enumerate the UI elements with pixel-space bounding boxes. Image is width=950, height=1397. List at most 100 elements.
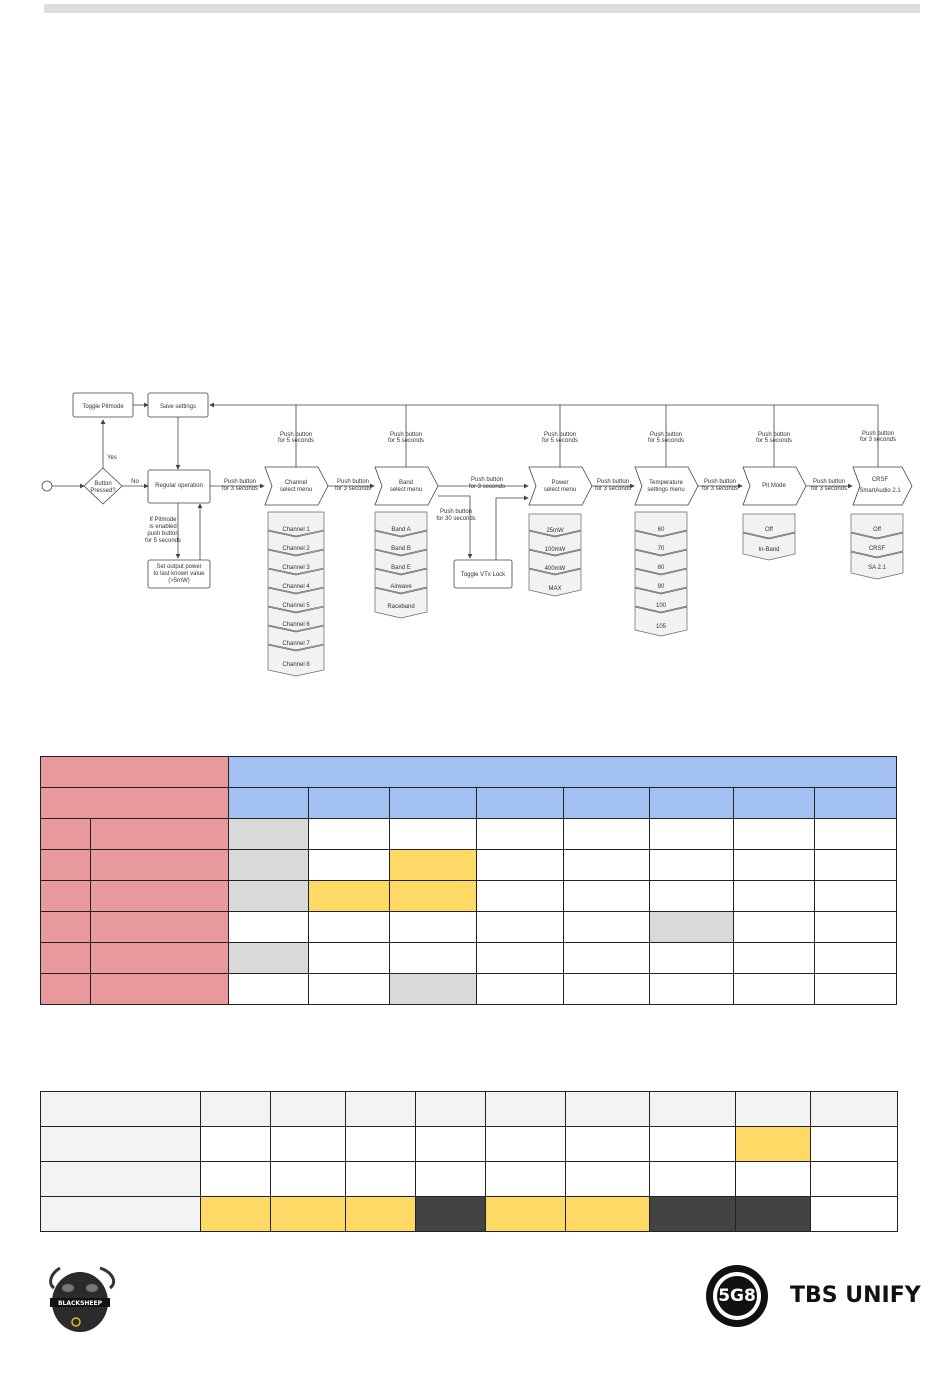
table-cell (228, 911, 309, 943)
table-cell (345, 1091, 416, 1127)
regular-operation-label: Regular operation (155, 483, 203, 489)
table-cell (649, 1196, 736, 1232)
temp-item: 90 (658, 584, 665, 590)
table-cell (649, 1126, 736, 1162)
table-cell (415, 1196, 486, 1232)
table-cell (40, 1196, 201, 1232)
table-cell (649, 849, 734, 881)
table-cell (228, 880, 309, 912)
push5-3b: for 5 seconds (542, 438, 578, 444)
table-cell (814, 818, 897, 850)
power-menu-title-1: Power (551, 480, 568, 486)
push3-5b: for 3 seconds (702, 486, 738, 492)
table-cell (308, 849, 390, 881)
table-row (40, 818, 897, 850)
table-cell (563, 880, 650, 912)
table-cell (228, 849, 309, 881)
table-cell (814, 973, 897, 1005)
yes-label: Yes (107, 455, 117, 461)
vtx-button-flowchart: Toggle Pitmode Save settings Button Pres… (41, 392, 913, 677)
row-header-cell (90, 973, 229, 1005)
table-cell (389, 942, 477, 974)
table-cell (270, 1126, 346, 1162)
table-cell (735, 1091, 811, 1127)
table-cell (270, 1091, 346, 1127)
pitmode-item: In-Band (758, 547, 779, 553)
table-cell (270, 1161, 346, 1197)
table-cell (810, 1161, 898, 1197)
table-cell (810, 1091, 898, 1127)
push3-2a: Push button (337, 479, 369, 485)
logo-badge-outer: 5G8 (706, 1265, 768, 1327)
table-cell (270, 1196, 346, 1232)
channel-item: Channel 4 (282, 584, 310, 590)
table-row (40, 1091, 898, 1127)
channel-item: Channel 5 (282, 603, 310, 609)
table-cell (733, 880, 815, 912)
start-node (41, 480, 53, 492)
table-cell (308, 942, 390, 974)
table-cell (733, 818, 815, 850)
table-row (40, 880, 897, 912)
table-cell (389, 849, 477, 881)
table-cell (228, 818, 309, 850)
push3-top-a: Push button (862, 431, 894, 437)
table-cell (649, 973, 734, 1005)
toggle-vtx-lock-label: Toggle VTx Lock (461, 572, 506, 578)
logo-badge-text: 5G8 (717, 1276, 757, 1316)
set-power-3: (>5mW) (168, 578, 190, 584)
header-cell (40, 756, 229, 788)
table-cell (563, 849, 650, 881)
pitmode-note-4: for 5 seconds (145, 538, 181, 544)
push3-6a: Push button (813, 479, 845, 485)
table-cell (563, 973, 650, 1005)
table-cell (814, 942, 897, 974)
table-cell (649, 942, 734, 974)
temp-item: 80 (658, 565, 665, 571)
table-cell (735, 1126, 811, 1162)
band-item: Band B (391, 546, 411, 552)
table-cell (563, 818, 650, 850)
table-cell (810, 1196, 898, 1232)
header-cell (733, 787, 815, 819)
row-header-cell (90, 942, 229, 974)
pitmode-note-1: If Pitmode (149, 517, 177, 523)
push3-5a: Push button (704, 479, 736, 485)
table-cell (735, 1161, 811, 1197)
crsf-item: CRSF (869, 546, 886, 552)
row-header-cell (40, 973, 91, 1005)
push5-1b: for 5 seconds (278, 438, 314, 444)
push3-2b: for 3 seconds (335, 486, 371, 492)
top-rule (44, 4, 920, 13)
pitmode-item: Off (765, 527, 773, 533)
led-table (40, 1091, 898, 1232)
power-item: 100mW (545, 547, 566, 553)
power-item: 400mW (545, 566, 566, 572)
push30-a: Push button (440, 509, 472, 515)
table-cell (415, 1126, 486, 1162)
band-item: Raceband (387, 604, 414, 610)
pitmode-note-3: push button (147, 531, 178, 537)
channel-item: Channel 6 (282, 622, 310, 628)
tbs-unify-logo: 5G8 TBS UNIFY (706, 1265, 921, 1335)
table-cell (40, 1126, 201, 1162)
crsf-item: Off (873, 527, 881, 533)
table-cell (565, 1091, 650, 1127)
table-cell (485, 1196, 566, 1232)
table-cell (345, 1196, 416, 1232)
table-cell (40, 1091, 201, 1127)
push3-3b: for 3 seconds (469, 484, 505, 490)
table-row (40, 911, 897, 943)
table-cell (308, 880, 390, 912)
table-cell (733, 942, 815, 974)
row-header-cell (90, 849, 229, 881)
table-cell (200, 1161, 271, 1197)
table-cell (389, 911, 477, 943)
table-cell (814, 849, 897, 881)
table-cell (476, 911, 564, 943)
table-cell (649, 911, 734, 943)
push3-1b: for 3 seconds (222, 486, 258, 492)
table-cell (735, 1196, 811, 1232)
table-cell (814, 911, 897, 943)
channel-item: Channel 3 (282, 565, 310, 571)
